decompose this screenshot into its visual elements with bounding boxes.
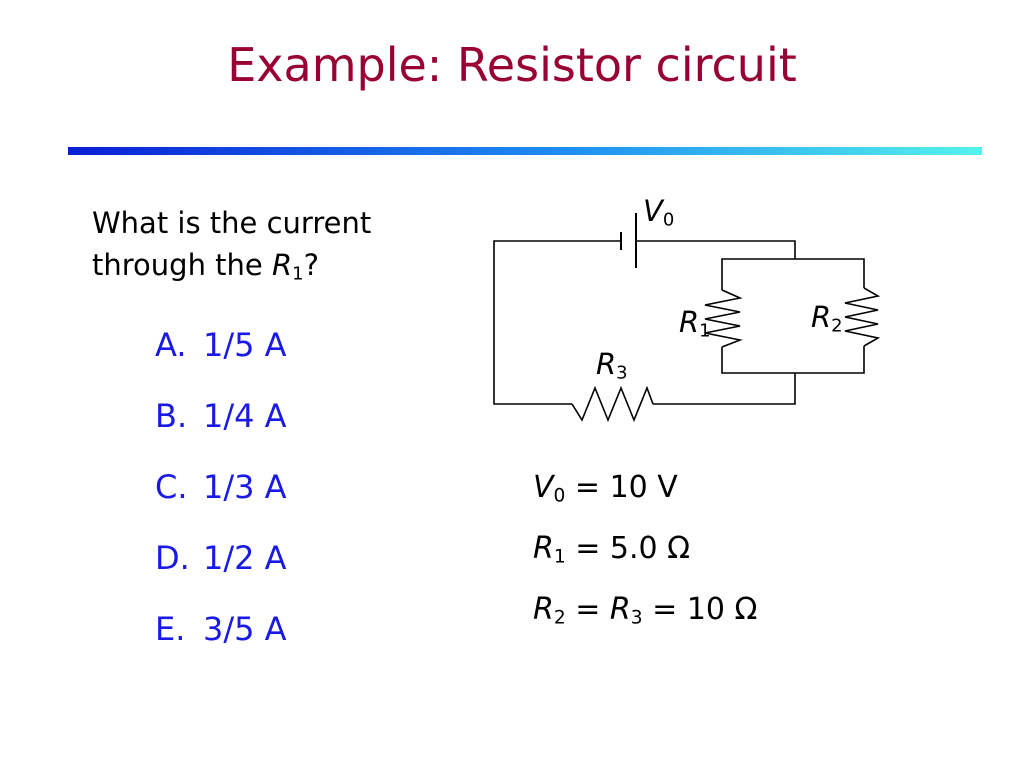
resistor-r3 bbox=[571, 385, 654, 423]
question-line-2-prefix: through the bbox=[92, 248, 272, 282]
label-sub: 3 bbox=[616, 362, 628, 384]
choice-c: C. 1/3 A bbox=[155, 469, 287, 505]
wire-bottom-right bbox=[653, 373, 796, 405]
choice-text: 1/4 A bbox=[203, 397, 287, 435]
choice-letter: B. bbox=[155, 397, 188, 435]
question-line-1: What is the current bbox=[92, 206, 372, 240]
given-mid: = bbox=[565, 592, 610, 627]
given-var: R bbox=[533, 531, 554, 566]
answer-choices: A. 1/5 A B. 1/4 A C. 1/3 A D. 1/2 A E. 3/5 A bbox=[155, 327, 287, 682]
wire-top-right bbox=[636, 240, 796, 259]
question-var: R bbox=[271, 248, 293, 282]
title-divider bbox=[68, 147, 982, 155]
wire-top-left bbox=[493, 240, 621, 405]
given-var: V bbox=[533, 470, 554, 505]
given-var: R bbox=[609, 592, 631, 627]
given-sub: 3 bbox=[630, 607, 643, 629]
label-var: R bbox=[679, 305, 700, 339]
slide-title: Example: Resistor circuit bbox=[227, 38, 797, 92]
given-v0: V0 = 10 V bbox=[533, 470, 757, 507]
choice-letter: C. bbox=[155, 468, 188, 506]
label-sub: 0 bbox=[662, 209, 675, 231]
resistor-r2 bbox=[844, 287, 881, 347]
label-r1: R1 bbox=[679, 305, 711, 341]
given-r1: R1 = 5.0 Ω bbox=[533, 531, 757, 568]
given-sub: 0 bbox=[553, 485, 566, 507]
label-var: R bbox=[596, 347, 617, 381]
question-sub: 1 bbox=[292, 263, 304, 285]
label-var: V bbox=[643, 194, 663, 228]
parallel-rail-top bbox=[721, 258, 865, 290]
label-v0: V0 bbox=[643, 194, 674, 230]
choice-letter: E. bbox=[155, 610, 186, 648]
choice-e: E. 3/5 A bbox=[155, 611, 287, 647]
given-rest: = 10 V bbox=[565, 470, 678, 505]
question-text: What is the current through the R1? bbox=[92, 202, 371, 295]
label-var: R bbox=[811, 300, 832, 334]
given-values: V0 = 10 V R1 = 5.0 Ω R2 = R3 = 10 Ω bbox=[533, 470, 757, 653]
given-sub: 2 bbox=[553, 607, 566, 629]
given-rest: = 5.0 Ω bbox=[565, 531, 691, 566]
choice-text: 1/3 A bbox=[203, 468, 287, 506]
parallel-rail-bottom bbox=[721, 346, 865, 374]
choice-d: D. 1/2 A bbox=[155, 540, 287, 576]
question-suffix: ? bbox=[303, 248, 319, 282]
question-line-2: through the R1? bbox=[92, 244, 371, 295]
label-r2: R2 bbox=[811, 300, 843, 336]
given-r2-r3: R2 = R3 = 10 Ω bbox=[533, 592, 758, 629]
choice-text: 1/5 A bbox=[203, 326, 287, 364]
given-var: R bbox=[533, 592, 554, 627]
given-rest: = 10 Ω bbox=[642, 592, 758, 627]
resistor-r1 bbox=[704, 289, 743, 348]
choice-b: B. 1/4 A bbox=[155, 398, 287, 434]
given-sub: 1 bbox=[553, 546, 566, 568]
choice-letter: A. bbox=[155, 326, 187, 364]
choice-a: A. 1/5 A bbox=[155, 327, 287, 363]
choice-text: 3/5 A bbox=[203, 610, 287, 648]
label-sub: 1 bbox=[699, 320, 711, 342]
label-r3: R3 bbox=[596, 347, 628, 383]
choice-letter: D. bbox=[155, 539, 190, 577]
choice-text: 1/2 A bbox=[203, 539, 287, 577]
label-sub: 2 bbox=[831, 315, 843, 337]
